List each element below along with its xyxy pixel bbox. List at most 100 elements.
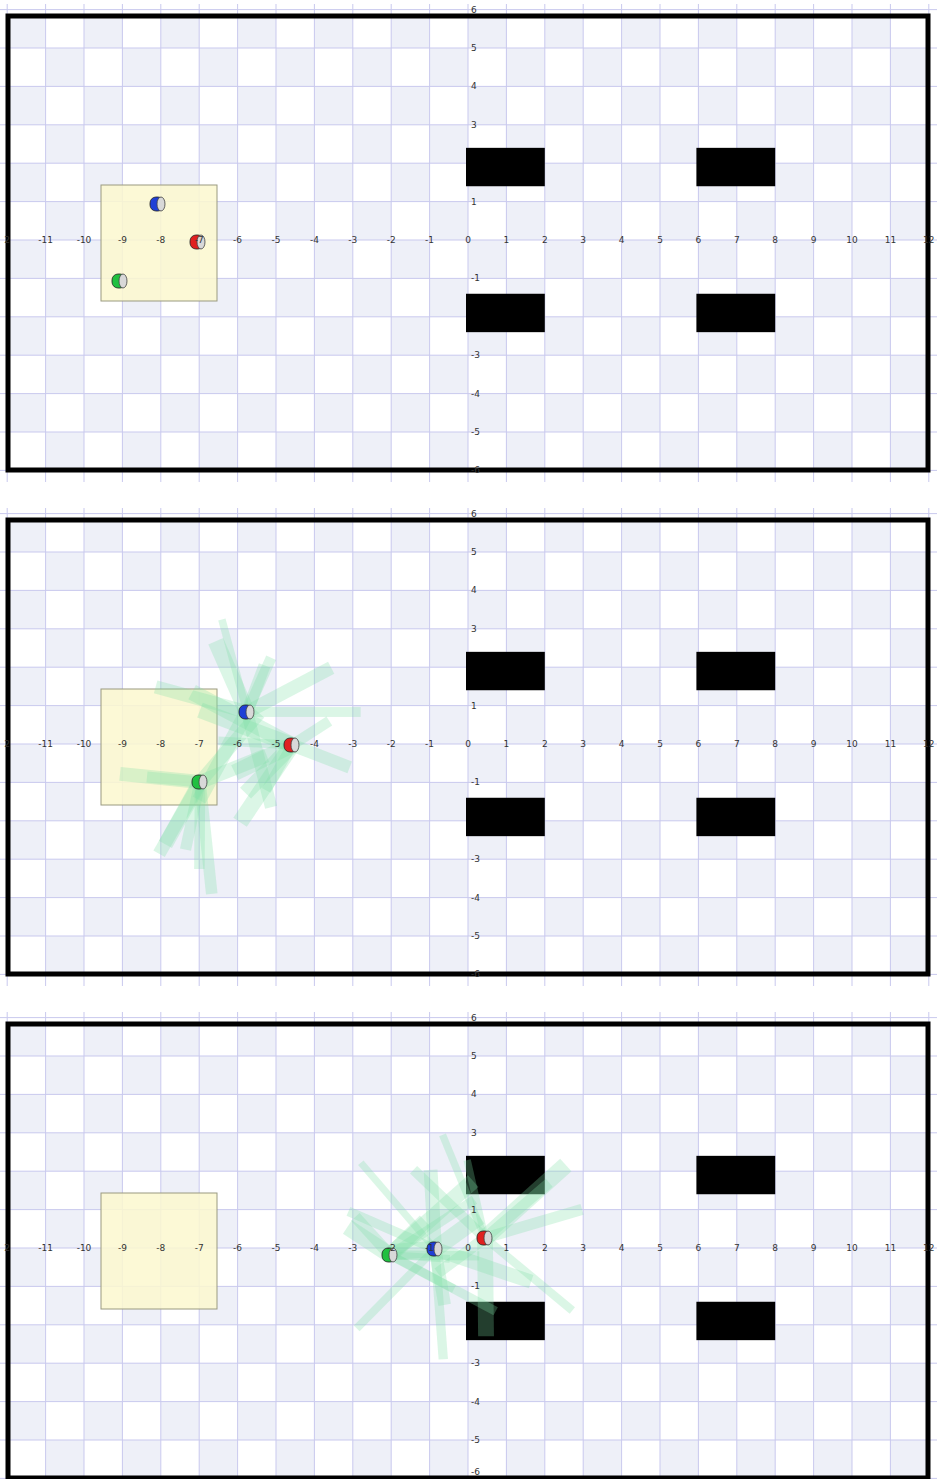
floor-tile xyxy=(814,163,852,201)
floor-tile xyxy=(314,163,352,201)
floor-tile xyxy=(737,898,775,936)
axis-label: -1 xyxy=(471,777,480,787)
floor-tile xyxy=(890,317,928,355)
floor-tile xyxy=(775,1133,813,1171)
axis-label: 4 xyxy=(619,1243,625,1253)
floor-tile xyxy=(737,1024,775,1056)
floor-tile xyxy=(583,278,621,316)
floor-tile xyxy=(506,394,544,432)
floor-tile xyxy=(161,125,199,163)
floor-tile xyxy=(276,432,314,470)
axis-label: 6 xyxy=(696,1243,702,1253)
floor-tile xyxy=(84,590,122,628)
floor-tile xyxy=(161,48,199,86)
floor-tile xyxy=(353,1325,391,1363)
floor-tile xyxy=(430,706,468,744)
floor-tile xyxy=(84,1402,122,1440)
floor-tile xyxy=(199,590,237,628)
floor-tile xyxy=(8,317,46,355)
robot xyxy=(190,235,204,249)
floor-tile xyxy=(161,520,199,552)
floor-tile xyxy=(622,552,660,590)
floor-tile xyxy=(852,16,890,48)
floor-tile xyxy=(391,706,429,744)
floor-tile xyxy=(276,859,314,897)
floor-tile xyxy=(814,1286,852,1324)
floor-tile xyxy=(276,1210,314,1248)
arena-wall xyxy=(8,520,928,974)
floor-tile xyxy=(161,1363,199,1401)
floor-tile xyxy=(430,317,468,355)
floor-tile xyxy=(199,317,237,355)
floor-tile xyxy=(276,898,314,936)
floor-tile xyxy=(698,240,736,278)
floor-tile xyxy=(353,1024,391,1056)
floor-tile xyxy=(122,821,160,859)
floor-tile xyxy=(545,1248,583,1286)
axis-label: 4 xyxy=(471,1089,477,1099)
floor-tile xyxy=(122,898,160,936)
floor-tile xyxy=(8,163,46,201)
axis-label: -7 xyxy=(195,235,204,245)
floor-tile xyxy=(814,590,852,628)
floor-tile xyxy=(391,394,429,432)
floor-tile xyxy=(890,1056,928,1094)
floor-tile xyxy=(238,821,276,859)
floor-tile xyxy=(775,394,813,432)
floor-tile xyxy=(890,86,928,124)
floor-tile xyxy=(814,1363,852,1401)
grid-line xyxy=(0,9,937,10)
floor-tile xyxy=(583,821,621,859)
floor-tile xyxy=(391,1402,429,1440)
floor-tile xyxy=(46,1171,84,1209)
floor-tile xyxy=(545,394,583,432)
floor-tile xyxy=(814,1440,852,1478)
robot xyxy=(112,274,126,288)
floor-tile xyxy=(545,936,583,974)
floor-tile xyxy=(161,86,199,124)
floor-tile xyxy=(698,1024,736,1056)
floor-tile xyxy=(698,1363,736,1401)
floor-tile xyxy=(46,16,84,48)
floor-tile xyxy=(890,16,928,48)
floor-tile xyxy=(122,317,160,355)
floor-tile xyxy=(276,1363,314,1401)
floor-tile xyxy=(8,16,46,48)
floor-tile xyxy=(391,859,429,897)
floor-tile xyxy=(238,1133,276,1171)
floor-tile xyxy=(890,936,928,974)
floor-tile xyxy=(430,16,468,48)
floor-tile xyxy=(391,1133,429,1171)
axis-label: -5 xyxy=(471,1435,480,1445)
floor-tile xyxy=(890,1024,928,1056)
floor-tile xyxy=(660,48,698,86)
grid-line xyxy=(0,1056,937,1057)
floor-tile xyxy=(622,394,660,432)
floor-tile xyxy=(660,1325,698,1363)
floor-tile xyxy=(314,1133,352,1171)
floor-tile xyxy=(122,355,160,393)
floor-tile xyxy=(545,706,583,744)
axis-label: 4 xyxy=(619,739,625,749)
grid-line xyxy=(0,1017,937,1018)
floor-tile xyxy=(660,125,698,163)
floor-tile xyxy=(814,125,852,163)
axis-label: 6 xyxy=(696,739,702,749)
floor-tile xyxy=(46,667,84,705)
axis-label: 8 xyxy=(772,739,778,749)
axis-label: -11 xyxy=(38,1243,53,1253)
floor-tile xyxy=(583,202,621,240)
floor-tile xyxy=(583,629,621,667)
floor-tile xyxy=(890,898,928,936)
floor-tile xyxy=(8,1024,46,1056)
axis-label: 9 xyxy=(811,235,817,245)
floor-tile xyxy=(238,86,276,124)
floor-tile xyxy=(8,821,46,859)
floor-tile xyxy=(814,1024,852,1056)
obstacle xyxy=(466,798,545,836)
floor-tile xyxy=(468,202,506,240)
floor-tile xyxy=(890,1094,928,1132)
floor-tile xyxy=(84,1325,122,1363)
grid-line xyxy=(0,1440,937,1441)
